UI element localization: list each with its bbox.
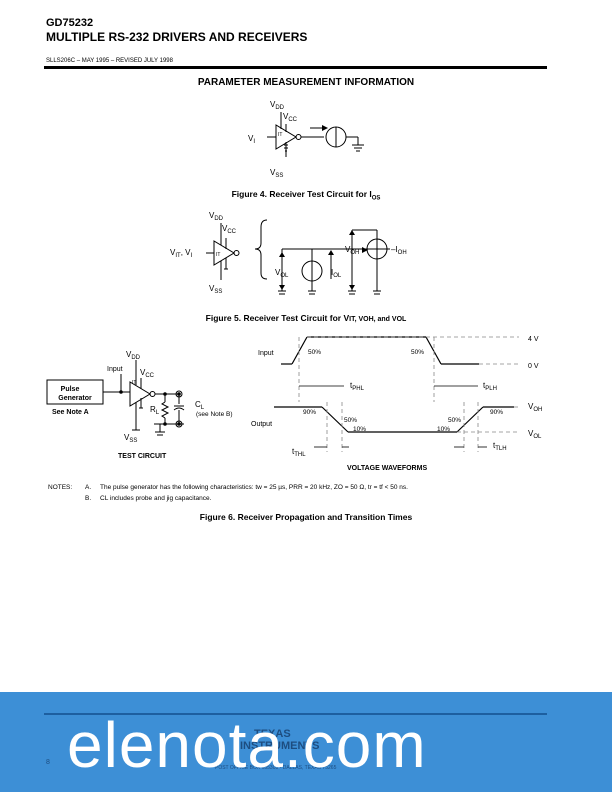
- svg-text:RL: RL: [150, 405, 160, 416]
- svg-text:VDD: VDD: [270, 100, 285, 111]
- watermark-banner: [0, 692, 612, 792]
- footer-rule: [44, 713, 547, 715]
- output-waveform: [274, 406, 514, 433]
- svg-text:Input: Input: [258, 350, 274, 357]
- svg-text:tTHL: tTHL: [292, 447, 306, 458]
- svg-text:10%: 10%: [437, 426, 450, 433]
- svg-text:tPLH: tPLH: [483, 381, 497, 392]
- svg-text:TEST CIRCUIT: TEST CIRCUIT: [118, 453, 167, 460]
- svg-text:4 V: 4 V: [528, 336, 539, 343]
- figure-6-diagram: Pulse Generator See Note A Input VDD VCC…: [46, 336, 542, 472]
- svg-text:VOLTAGE WAVEFORMS: VOLTAGE WAVEFORMS: [347, 465, 427, 472]
- svg-text:Pulse: Pulse: [61, 386, 80, 393]
- watermark-text: elenota.com: [67, 709, 427, 781]
- svg-text:50%: 50%: [308, 349, 321, 356]
- note-a-key: A.: [85, 484, 92, 491]
- svg-text:See Note A: See Note A: [52, 409, 89, 416]
- svg-text:IOL: IOL: [331, 268, 342, 279]
- figure-4-caption: Figure 4. Receiver Test Circuit for IOS: [231, 189, 381, 202]
- note-b-key: B.: [85, 495, 92, 502]
- figure-5-circuit: IT VDD VCC VIT, VI VSS VOL IOL VOH –IOH: [170, 211, 407, 295]
- svg-text:–IOH: –IOH: [391, 245, 407, 256]
- svg-text:VOH: VOH: [528, 402, 542, 413]
- svg-text:(see Note B): (see Note B): [196, 411, 233, 418]
- svg-text:0 V: 0 V: [528, 363, 539, 370]
- svg-text:50%: 50%: [448, 417, 461, 424]
- svg-text:50%: 50%: [411, 349, 424, 356]
- svg-text:Input: Input: [107, 366, 123, 373]
- document-title: MULTIPLE RS-232 DRIVERS AND RECEIVERS: [46, 30, 308, 44]
- page-number: 8: [46, 759, 50, 766]
- header-rule: [44, 66, 547, 69]
- document-info: SLLS206C – MAY 1995 – REVISED JULY 1998: [46, 58, 173, 64]
- svg-text:Generator: Generator: [58, 395, 92, 402]
- note-b-text: CL includes probe and jig capacitance.: [100, 495, 212, 502]
- figure-5-caption: Figure 5. Receiver Test Circuit for VIT,…: [205, 313, 407, 323]
- figure-4-circuit: IT VDD VCC VI VSS: [248, 100, 364, 179]
- svg-text:VCC: VCC: [283, 112, 298, 123]
- svg-text:IT: IT: [278, 132, 282, 138]
- svg-text:VIT, VI: VIT, VI: [170, 248, 192, 259]
- svg-text:VOH: VOH: [345, 245, 359, 256]
- svg-text:tPHL: tPHL: [350, 381, 365, 392]
- svg-text:VOL: VOL: [528, 429, 542, 440]
- footer-address: POST OFFICE BOX 655303 • DALLAS, TEXAS 7…: [215, 765, 337, 771]
- figure-6-caption: Figure 6. Receiver Propagation and Trans…: [199, 512, 413, 522]
- section-title: PARAMETER MEASUREMENT INFORMATION: [197, 77, 415, 88]
- svg-text:90%: 90%: [490, 409, 503, 416]
- svg-text:VDD: VDD: [209, 211, 224, 222]
- svg-text:VCC: VCC: [140, 368, 155, 379]
- svg-text:10%: 10%: [353, 426, 366, 433]
- svg-text:CL: CL: [195, 400, 205, 411]
- svg-text:IT: IT: [132, 380, 136, 386]
- svg-text:VSS: VSS: [209, 284, 222, 295]
- notes-label: NOTES:: [48, 484, 73, 491]
- note-a-text: The pulse generator has the following ch…: [100, 484, 408, 491]
- svg-text:IT: IT: [216, 252, 220, 258]
- svg-text:90%: 90%: [303, 409, 316, 416]
- svg-text:Output: Output: [251, 421, 272, 428]
- svg-text:tTLH: tTLH: [493, 441, 507, 452]
- svg-text:VSS: VSS: [124, 433, 137, 444]
- svg-text:VI: VI: [248, 134, 255, 145]
- svg-text:VSS: VSS: [270, 168, 283, 179]
- svg-text:50%: 50%: [344, 417, 357, 424]
- svg-text:VOL: VOL: [275, 268, 289, 279]
- svg-text:VCC: VCC: [222, 224, 237, 235]
- part-number: GD75232: [46, 17, 94, 29]
- svg-text:VDD: VDD: [126, 350, 141, 361]
